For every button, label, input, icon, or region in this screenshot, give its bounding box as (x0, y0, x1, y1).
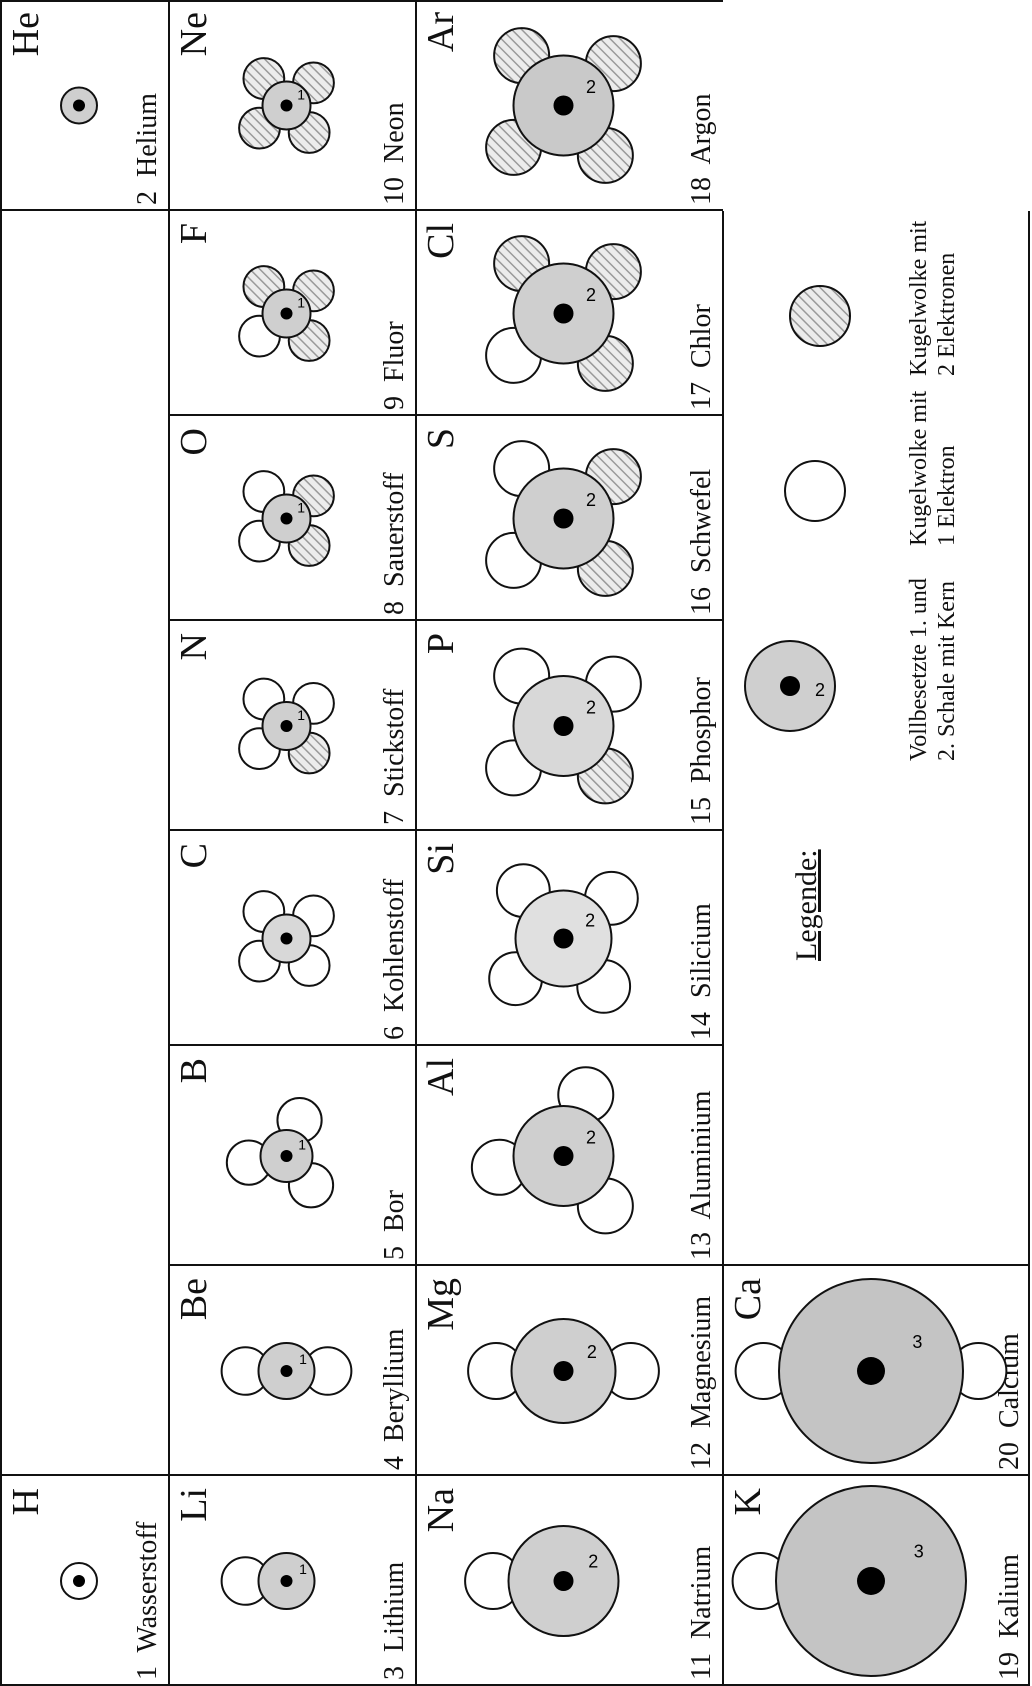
legend-core-shell-number: 2 (815, 680, 825, 700)
legend-double-text: Kugelwolke mit 2 Elektronen (905, 221, 961, 376)
legend-double-icon (790, 286, 850, 346)
legend-core-text: Vollbesetzte 1. und 2. Schale mit Kern (905, 578, 961, 761)
legend-single-icon (785, 461, 845, 521)
legend-single-text: Kugelwolke mit 1 Elektron (905, 391, 961, 546)
